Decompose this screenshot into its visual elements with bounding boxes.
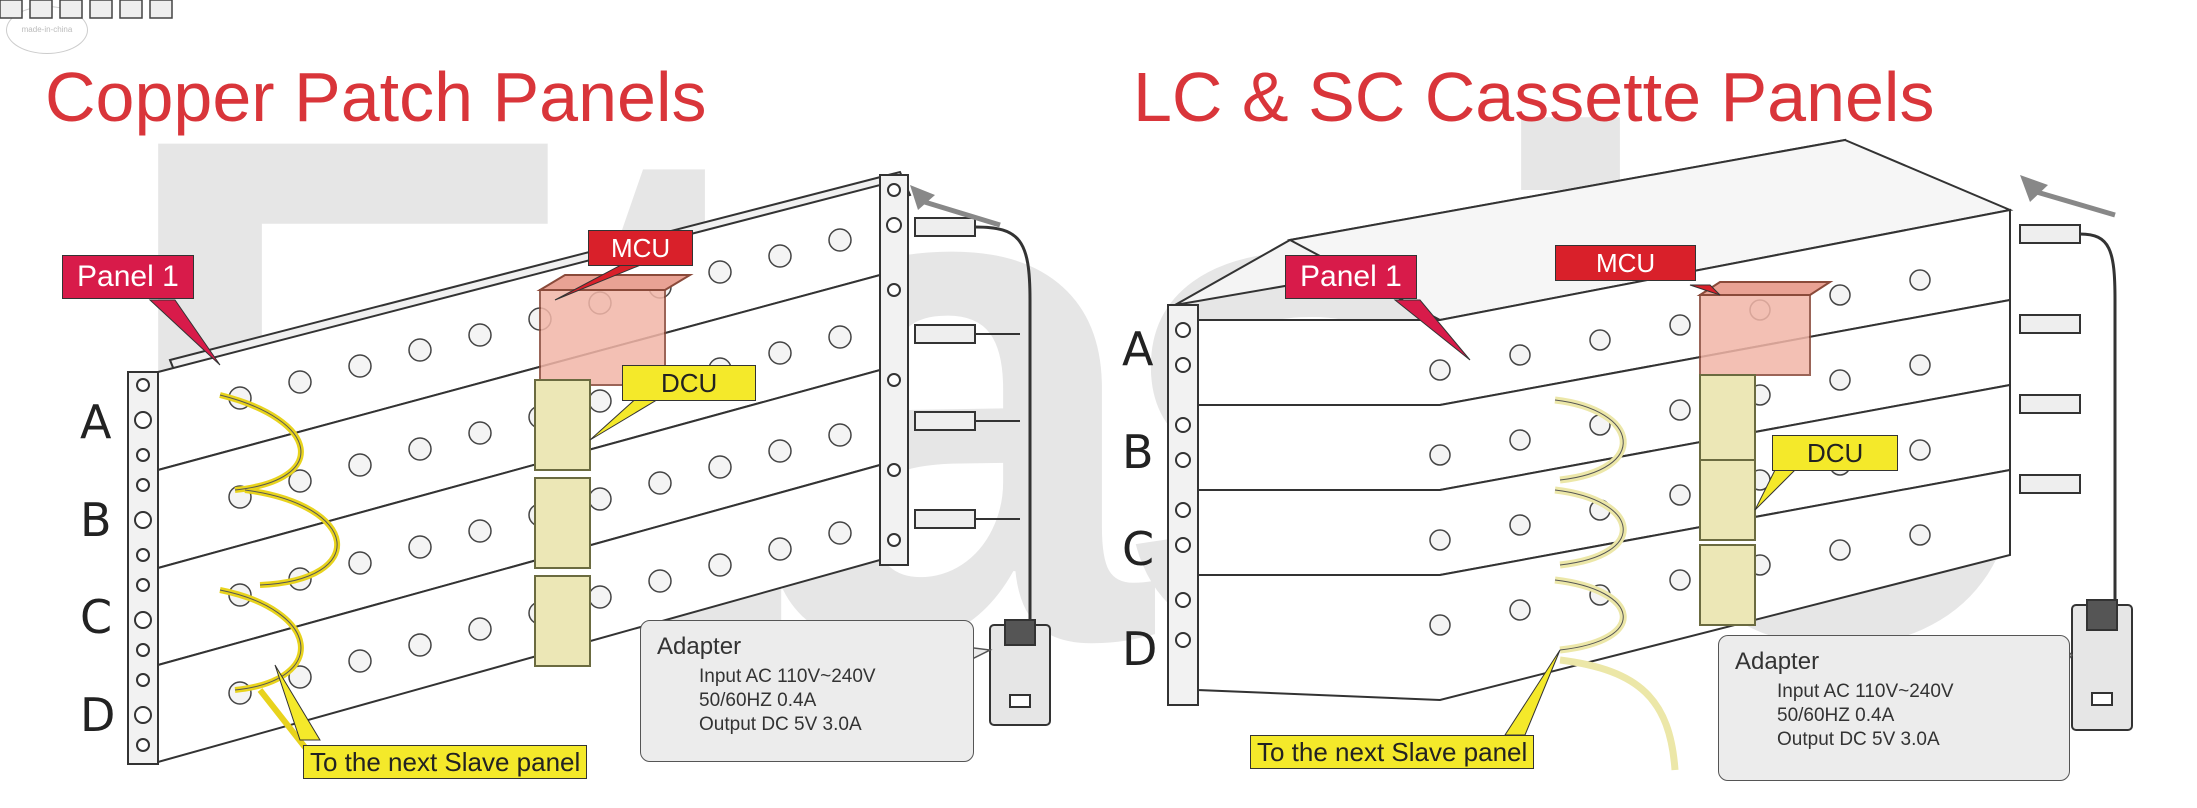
- right-dcu-modules: [1699, 374, 1756, 626]
- left-mcu-module: [536, 274, 694, 386]
- right-power-brick: [2071, 599, 2133, 731]
- right-adapter-heading: Adapter: [1735, 648, 1820, 675]
- left-adapter-box: Adapter Input AC 110V~240V 50/60HZ 0.4A …: [640, 620, 974, 762]
- left-row-label-a: A: [80, 395, 112, 449]
- left-mcu-callout: MCU: [588, 230, 694, 266]
- right-dcu-callout: DCU: [1772, 435, 1899, 471]
- left-dcu-modules: [534, 379, 591, 667]
- right-adapter-box: Adapter Input AC 110V~240V 50/60HZ 0.4A …: [1718, 635, 2070, 781]
- right-cable-outline: [1554, 399, 1624, 651]
- left-insert-arrow: [917, 197, 1001, 228]
- left-dcu-callout: DCU: [622, 365, 757, 401]
- right-mcu-callout: MCU: [1555, 245, 1697, 281]
- right-row-label-d: D: [1122, 622, 1158, 676]
- right-adapter-freq: 50/60HZ 0.4A: [1777, 705, 1895, 726]
- right-row-label-c: C: [1122, 522, 1155, 576]
- left-row-label-b: B: [80, 493, 112, 547]
- left-row-label-d: D: [80, 688, 116, 742]
- right-panel-callout: Panel 1: [1285, 255, 1417, 299]
- left-power-brick: [989, 619, 1051, 726]
- right-title: LC & SC Cassette Panels: [1133, 58, 1935, 136]
- right-adapter-input: Input AC 110V~240V: [1777, 681, 1954, 702]
- left-panel-callout: Panel 1: [62, 255, 194, 299]
- left-power-cords: [914, 217, 1032, 620]
- left-cable-outline: [219, 394, 338, 691]
- right-rack: [1167, 138, 2014, 706]
- left-adapter-heading: Adapter: [657, 633, 742, 660]
- left-next-slave-callout: To the next Slave panel: [303, 745, 588, 779]
- left-adapter-output: Output DC 5V 3.0A: [699, 714, 862, 735]
- right-next-slave-callout: To the next Slave panel: [1250, 735, 1535, 769]
- left-ports: [0, 0, 173, 19]
- left-adapter-input: Input AC 110V~240V: [699, 666, 876, 687]
- left-rack: [127, 170, 912, 765]
- right-row-label-b: B: [1122, 425, 1154, 479]
- left-title: Copper Patch Panels: [45, 58, 707, 136]
- right-power-cords: [2019, 224, 2117, 600]
- right-row-label-a: A: [1122, 322, 1154, 376]
- right-adapter-output: Output DC 5V 3.0A: [1777, 729, 1940, 750]
- right-insert-arrow: [2029, 187, 2116, 218]
- right-ear-holes: [1175, 322, 1191, 648]
- left-adapter-freq: 50/60HZ 0.4A: [699, 690, 817, 711]
- right-mcu-module: [1696, 281, 1834, 376]
- left-ear-holes: [134, 183, 902, 752]
- left-row-label-c: C: [80, 590, 113, 644]
